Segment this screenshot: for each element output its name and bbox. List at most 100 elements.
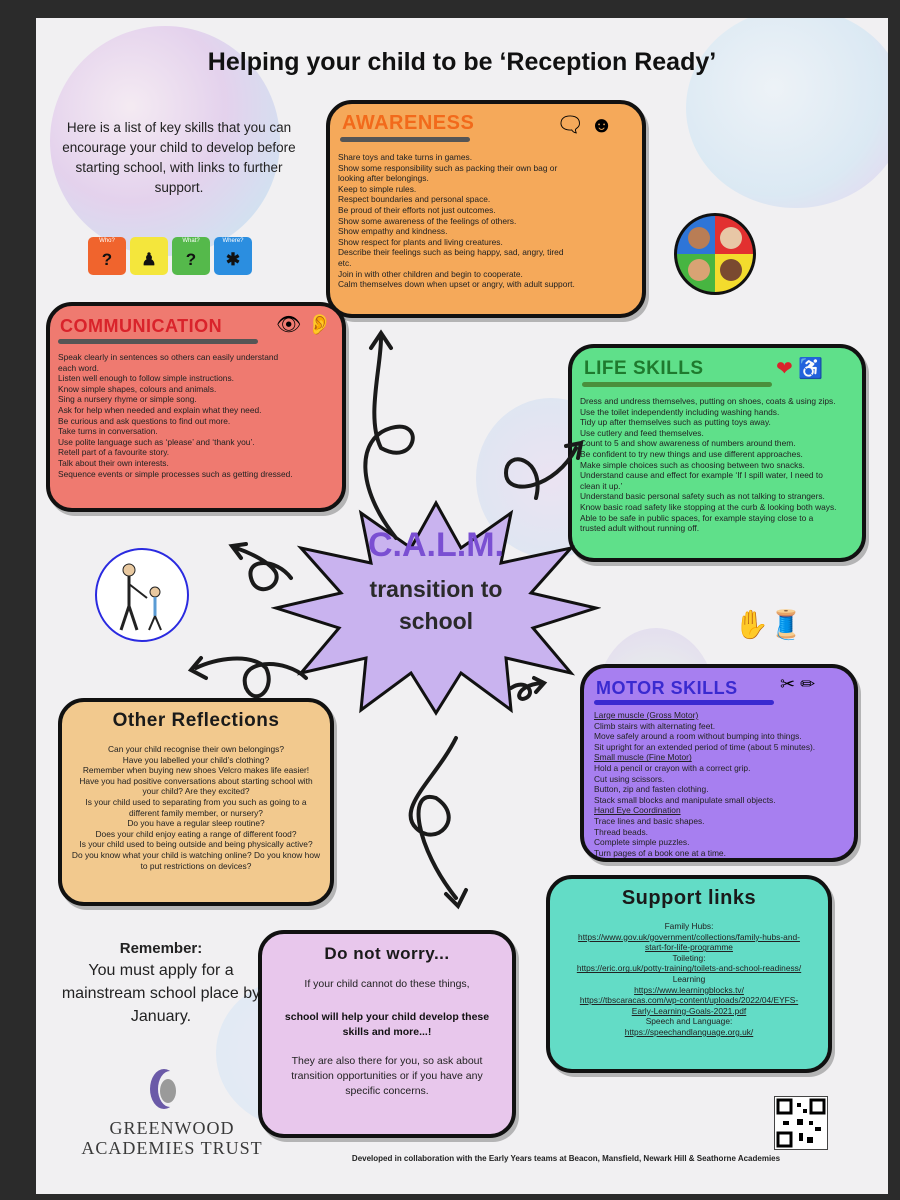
greenwood-logo-icon xyxy=(144,1066,188,1112)
reflection-item: different family member, or nursery? xyxy=(129,807,263,818)
motor-skills-item: Hold a pencil or crayon with a correct g… xyxy=(594,762,751,773)
calm-subtitle: transition to school xyxy=(296,573,576,637)
communication-card: COMMUNICATION 👁 👂 Speak clearly in sente… xyxy=(46,302,346,512)
communication-item: Listen well enough to follow simple inst… xyxy=(58,373,234,384)
support-links-card: Support links Family Hubs:https://www.go… xyxy=(546,875,832,1073)
do-not-worry-card: Do not worry... If your child cannot do … xyxy=(258,930,516,1138)
life-skills-heading: LIFE SKILLS xyxy=(584,358,704,379)
reflection-item: Is your child used to being outside and … xyxy=(79,839,313,850)
reflection-item: Have you had positive conversations abou… xyxy=(79,775,313,786)
threading-hands-icon: ✋🧵 xyxy=(734,609,804,640)
awareness-item: Show some awareness of the feelings of o… xyxy=(338,215,517,226)
other-reflections-heading: Other Reflections xyxy=(112,710,280,731)
motor-skills-item: Large muscle (Gross Motor) xyxy=(594,710,699,720)
motor-skills-item: Cut using scissors. xyxy=(594,773,665,784)
communication-heading: COMMUNICATION xyxy=(60,316,223,336)
motor-skills-item: Turn pages of a book one at a time. xyxy=(594,847,726,858)
support-link[interactable]: https://speechandlanguage.org.uk/ xyxy=(624,1026,754,1037)
motor-skills-item: Move safely around a room without bumpin… xyxy=(594,731,802,742)
life-skills-item: Count to 5 and show awareness of numbers… xyxy=(580,438,796,449)
support-link[interactable]: https://tbscaracas.com/wp-content/upload… xyxy=(579,995,799,1006)
life-skills-item: Use cutlery and feed themselves. xyxy=(580,427,704,438)
do-not-worry-emphasis: school will help your child develop thes… xyxy=(284,1011,490,1038)
thinking-people-icon: 🗨 ☻ xyxy=(556,112,614,137)
reflection-item: Can your child recognise their own belon… xyxy=(108,744,284,754)
squiggle-arrows xyxy=(187,329,584,910)
support-link[interactable]: Early-Learning-Goals-2021.pdf xyxy=(631,1005,747,1016)
communication-item: Take turns in conversation. xyxy=(58,426,158,437)
motor-skills-item: Button, zip and fasten clothing. xyxy=(594,784,709,795)
support-link-label: Speech and Language: xyxy=(645,1016,733,1027)
parent-child-icon xyxy=(95,548,189,642)
communication-item: Retell part of a favourite story. xyxy=(58,447,170,458)
awareness-item: Join in with other children and begin to… xyxy=(338,268,523,279)
awareness-item: Show empathy and kindness. xyxy=(338,226,448,237)
awareness-item: looking after belongings. xyxy=(338,173,429,184)
motor-skills-item: Stack small blocks and manipulate small … xyxy=(594,794,776,805)
heading-underline xyxy=(58,339,258,344)
logo-line: ACADEMIES TRUST xyxy=(81,1138,263,1158)
eye-ear-icon: 👁 👂 xyxy=(276,314,332,336)
awareness-list: Share toys and take turns in games.Show … xyxy=(338,152,575,290)
support-link-label: Family Hubs: xyxy=(664,921,714,931)
support-link[interactable]: start-for-life-programme xyxy=(645,942,733,953)
motor-skills-item: Trace lines and basic shapes. xyxy=(594,815,705,826)
motor-skills-item: Climb stairs with alternating feet. xyxy=(594,720,716,731)
support-links-list: Family Hubs:https://www.gov.uk/governmen… xyxy=(550,921,828,1038)
remember-note: Remember: You must apply for a mainstrea… xyxy=(56,940,266,1028)
support-link[interactable]: https://www.gov.uk/government/collection… xyxy=(578,931,800,942)
awareness-item: Respect boundaries and personal space. xyxy=(338,194,491,205)
support-links-heading: Support links xyxy=(621,887,757,909)
remember-text: You must apply for a mainstream school p… xyxy=(61,962,261,1025)
do-not-worry-line: If your child cannot do these things, xyxy=(304,978,470,990)
motor-skills-item: Small muscle (Fine Motor) xyxy=(594,752,692,763)
awareness-item: etc. xyxy=(338,257,352,268)
life-skills-item: Use the toilet independently including w… xyxy=(580,406,780,417)
communication-item: each word. xyxy=(58,362,99,373)
motor-skills-card: MOTOR SKILLS ✂ ✏ Large muscle (Gross Mot… xyxy=(580,664,858,862)
communication-item: Speak clearly in sentences so others can… xyxy=(58,352,279,362)
awareness-item: Share toys and take turns in games. xyxy=(338,152,473,162)
life-skills-card: LIFE SKILLS ❤ ♿ Dress and undress themse… xyxy=(568,344,866,562)
reflection-item: Have you labelled your child’s clothing? xyxy=(122,754,270,765)
reflection-item: to put restrictions on devices? xyxy=(140,860,252,871)
what-icon: What?? xyxy=(172,237,210,275)
heading-underline xyxy=(582,382,772,387)
icon-glyph: ✱ xyxy=(225,250,241,269)
icon-caption: Who? xyxy=(99,238,115,244)
life-skills-item: Understand cause and effect for example … xyxy=(580,470,823,481)
awareness-item: Be proud of their efforts not just outco… xyxy=(338,204,496,215)
support-link[interactable]: https://eric.org.uk/potty-training/toile… xyxy=(576,963,802,974)
calm-subtitle-line: school xyxy=(398,608,474,634)
life-skills-item: Understand basic personal safety such as… xyxy=(580,491,825,502)
question-icon: Who?? xyxy=(88,237,126,275)
where-icon: Where?✱ xyxy=(214,237,252,275)
communication-item: Sequence events or simple processes such… xyxy=(58,468,293,479)
communication-item: Be curious and ask questions to find out… xyxy=(58,415,231,426)
communication-item: Sing a nursery rhyme or simple song. xyxy=(58,394,197,405)
communication-item: Know simple shapes, colours and animals. xyxy=(58,383,217,394)
do-not-worry-heading: Do not worry... xyxy=(324,944,450,963)
support-link-label: Learning xyxy=(672,973,706,984)
people-icon: ♟ xyxy=(130,237,168,275)
feelings-wheel-icon xyxy=(674,213,756,295)
life-skills-item: clean it up.’ xyxy=(580,480,623,491)
life-skills-item: Tidy up after themselves such as putting… xyxy=(580,417,771,428)
heading-underline xyxy=(340,137,470,142)
motor-activities-icon: ✂ ✏ xyxy=(780,674,816,694)
communication-item: Talk about their own interests. xyxy=(58,457,169,468)
support-link[interactable]: https://www.learningblocks.tv/ xyxy=(634,984,744,995)
reflection-item: Does your child enjoy eating a range of … xyxy=(95,828,297,839)
heading-underline xyxy=(594,700,774,705)
life-skills-item: Be confident to try new things and use d… xyxy=(580,448,803,459)
awareness-card: AWARENESS 🗨 ☻ Share toys and take turns … xyxy=(326,100,646,318)
awareness-item: Show some responsibility such as packing… xyxy=(338,162,558,173)
remember-heading: Remember: xyxy=(119,940,203,957)
life-skills-item: Know basic road safety like stopping at … xyxy=(580,501,837,512)
reflection-item: Is your child used to separating from yo… xyxy=(85,796,307,807)
motor-skills-heading: MOTOR SKILLS xyxy=(596,678,738,698)
icon-glyph: ? xyxy=(185,250,197,269)
motor-skills-item: Hand Eye Coordination xyxy=(594,805,681,816)
motor-skills-item: Sit upright for an extended period of ti… xyxy=(594,741,816,752)
awareness-item: Show respect for plants and living creat… xyxy=(338,236,503,247)
